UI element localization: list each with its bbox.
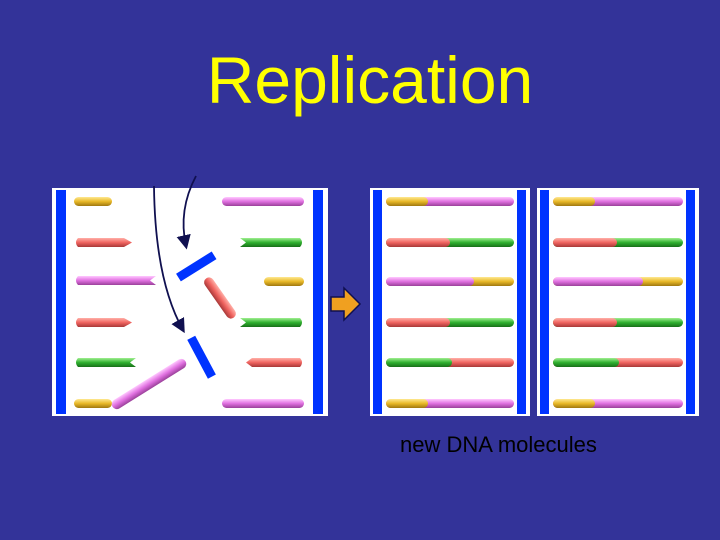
base-pink: [76, 276, 156, 285]
new-dna-panel-2: [537, 188, 699, 416]
free-red-base: [204, 277, 236, 319]
base-green: [240, 238, 302, 247]
base-yellow: [74, 197, 112, 206]
right-strand-bases: [222, 197, 304, 408]
new-dna-panel-1: [370, 188, 530, 416]
molecule-1-left-backbone: [373, 190, 382, 414]
caption: new DNA molecules: [400, 432, 597, 457]
right-backbone: [313, 190, 323, 414]
base-pink: [222, 399, 304, 408]
free-pink-base: [111, 358, 187, 410]
left-strand-bases: [74, 197, 156, 408]
molecule-1-right-backbone: [517, 190, 526, 414]
free-nucleotides: [111, 251, 236, 410]
molecule-2-right-backbone: [686, 190, 695, 414]
base-red: [76, 318, 132, 327]
molecule-2-left-backbone: [540, 190, 549, 414]
left-backbone: [56, 190, 66, 414]
slide-title: Replication: [206, 43, 534, 117]
free-backbone-fragment: [187, 335, 216, 379]
right-arrow-icon: [330, 286, 362, 322]
base-yellow: [264, 277, 304, 286]
molecule-1-base-pairs: [386, 197, 514, 408]
base-green: [76, 358, 136, 367]
curved-arrow-icon: [153, 175, 197, 334]
base-yellow: [74, 399, 112, 408]
original-dna-panel: [52, 188, 328, 416]
base-red: [76, 238, 132, 247]
base-green: [240, 318, 302, 327]
base-red: [246, 358, 302, 367]
free-backbone-fragment: [176, 251, 217, 282]
molecule-2-base-pairs: [553, 197, 683, 408]
base-pink: [222, 197, 304, 206]
